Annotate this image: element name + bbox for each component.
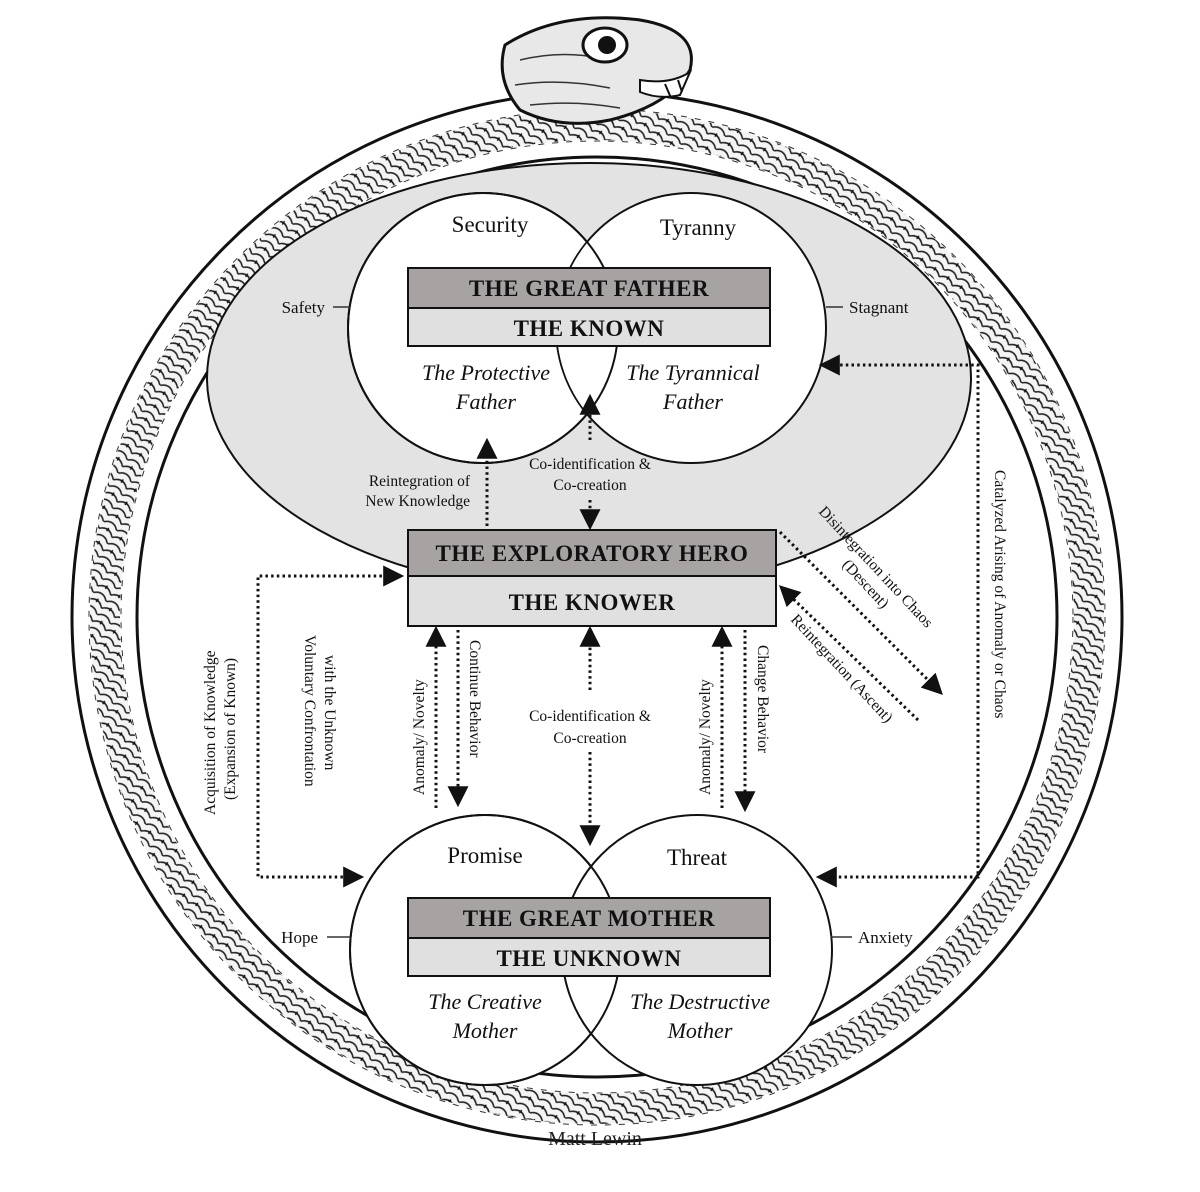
acquisition-label-2: (Expansion of Known) [222,658,239,800]
mother-title: THE GREAT MOTHER [463,906,716,931]
coid-mid-label-2: Co-creation [553,730,626,747]
mother-right-side-label: Anxiety [858,928,913,947]
acquisition-label-1: Acquisition of Knowledge [202,650,219,815]
catalyzed-label: Catalyzed Arising of Anomaly or Chaos [991,470,1008,718]
father-right-role-2: Father [662,389,723,414]
artist-signature: Matt Lewin [548,1128,642,1150]
mother-right-role-2: Mother [667,1018,733,1043]
father-title: THE GREAT FATHER [469,276,709,301]
father-left-role-1: The Protective [422,360,550,385]
hero-title: THE EXPLORATORY HERO [436,541,749,566]
disintegration-label-1: Disintegration into Chaos [815,503,936,631]
mother-left-role-1: The Creative [428,989,542,1014]
voluntary-label-2: with the Unknown [321,655,338,771]
father-left-circle-label: Security [452,212,529,237]
father-left-role-2: Father [455,389,516,414]
reintegration-label-2: New Knowledge [365,493,470,510]
mother-left-role-2: Mother [452,1018,518,1043]
reintegration-ascent-label: Reintegration (Ascent) [787,611,896,726]
father-subtitle: THE KNOWN [514,316,665,341]
father-right-role-1: The Tyrannical [626,360,759,385]
anomaly-right-label: Anomaly/ Novelty [697,679,714,795]
continue-behavior-label: Continue Behavior [466,640,483,758]
coid-top-label-1: Co-identification & [529,456,651,473]
mother-right-circle-label: Threat [667,845,728,870]
voluntary-label-1: Voluntary Confrontation [301,635,318,787]
reintegration-label-1: Reintegration of [369,473,471,490]
father-right-circle-label: Tyranny [660,215,737,240]
hero-subtitle: THE KNOWER [509,590,676,615]
mother-left-circle-label: Promise [447,843,522,868]
father-left-side-label: Safety [282,298,326,317]
mother-left-side-label: Hope [281,928,318,947]
mother-subtitle: THE UNKNOWN [496,946,681,971]
connector-arrows [256,354,980,888]
coid-mid-label-1: Co-identification & [529,708,651,725]
coid-top-label-2: Co-creation [553,477,626,494]
mother-right-role-1: The Destructive [630,989,770,1014]
anomaly-left-label: Anomaly/ Novelty [411,679,428,795]
change-behavior-label: Change Behavior [754,645,771,754]
father-right-side-label: Stagnant [849,298,909,317]
ouroboros-serpent-icon [70,90,1124,1144]
serpent-head-icon [500,16,693,125]
